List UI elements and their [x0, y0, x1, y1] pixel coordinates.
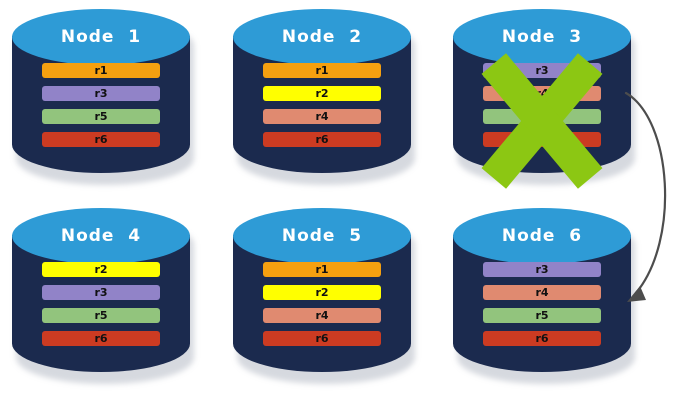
node-2-label: Node 2	[281, 27, 363, 47]
node-4-label: Node 4	[60, 226, 142, 246]
node-4-records: r2 r3 r5 r6	[42, 262, 160, 346]
node-4[interactable]: Node 4 r2 r3 r5 r6	[12, 208, 194, 386]
record-bar[interactable]: r5	[42, 109, 160, 124]
node-3-label: Node 3	[501, 27, 583, 47]
record-bar[interactable]: r6	[42, 132, 160, 147]
record-bar[interactable]: r3	[483, 262, 601, 277]
record-bar[interactable]: r4	[263, 109, 381, 124]
record-bar[interactable]: r6	[263, 132, 381, 147]
record-bar[interactable]: r2	[263, 285, 381, 300]
record-bar[interactable]: r2	[263, 86, 381, 101]
node-2[interactable]: Node 2 r1 r2 r4 r6	[233, 9, 415, 187]
record-bar[interactable]: r5	[42, 308, 160, 323]
record-bar[interactable]: r3	[42, 86, 160, 101]
record-bar[interactable]: r3	[42, 285, 160, 300]
record-bar[interactable]: r2	[42, 262, 160, 277]
record-bar[interactable]: r6	[483, 331, 601, 346]
record-bar[interactable]: r4	[483, 86, 601, 101]
node-5-label: Node 5	[281, 226, 363, 246]
node-1[interactable]: Node 1 r1 r3 r5 r6	[12, 9, 194, 187]
node-3[interactable]: Node 3 r3 r4 r5 r6	[453, 9, 635, 189]
node-5[interactable]: Node 5 r1 r2 r4 r6	[233, 208, 415, 386]
cylinder-top	[233, 9, 411, 65]
node-6[interactable]: Node 6 r3 r4 r5 r6	[453, 208, 635, 386]
node-6-label: Node 6	[501, 226, 583, 246]
record-bar[interactable]: r1	[263, 262, 381, 277]
cylinder-top	[453, 208, 631, 264]
cylinder-top	[12, 208, 190, 264]
record-bar[interactable]: r6	[263, 331, 381, 346]
node-3-records: r3 r4 r5 r6	[483, 63, 601, 147]
record-bar[interactable]: r3	[483, 63, 601, 78]
record-bar[interactable]: r4	[263, 308, 381, 323]
record-bar[interactable]: r1	[263, 63, 381, 78]
node-1-label: Node 1	[60, 27, 142, 47]
node-1-records: r1 r3 r5 r6	[42, 63, 160, 147]
record-bar[interactable]: r5	[483, 308, 601, 323]
cylinder-top	[233, 208, 411, 264]
record-bar[interactable]: r6	[483, 132, 601, 147]
cylinder-top	[12, 9, 190, 65]
node-2-records: r1 r2 r4 r6	[263, 63, 381, 147]
record-bar[interactable]: r5	[483, 109, 601, 124]
record-bar[interactable]: r1	[42, 63, 160, 78]
record-bar[interactable]: r6	[42, 331, 160, 346]
node-5-records: r1 r2 r4 r6	[263, 262, 381, 346]
record-bar[interactable]: r4	[483, 285, 601, 300]
node-6-records: r3 r4 r5 r6	[483, 262, 601, 346]
